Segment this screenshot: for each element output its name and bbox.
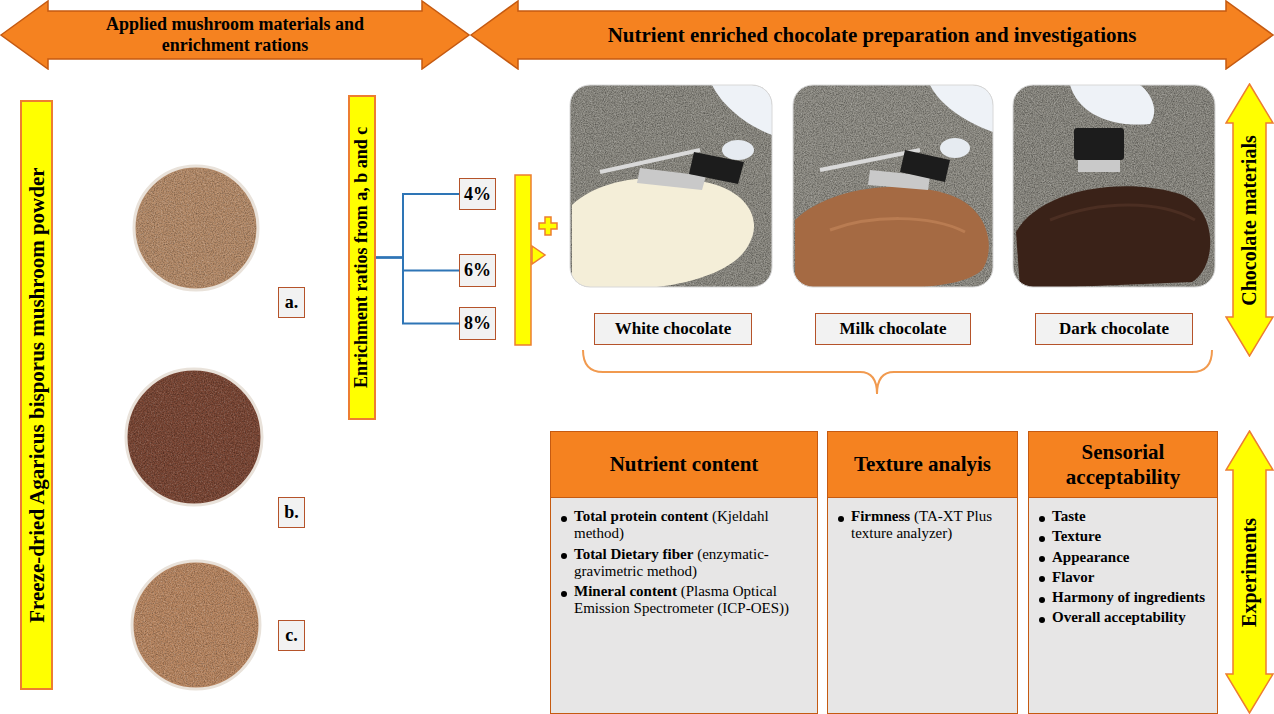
bullet-item: Flavor	[1039, 569, 1209, 586]
panel-header-band: Nutrient content	[551, 432, 817, 498]
bullet-content: Mineral content(Plasma Optical Emission …	[574, 583, 809, 618]
bullet-content: Overall acceptability	[1052, 609, 1209, 626]
experiment-panel: Nutrient contentTotal protein content(Kj…	[550, 431, 818, 714]
section-banner-arrow: Applied mushroom materials and enrichmen…	[0, 0, 470, 70]
bullet-dot	[1039, 617, 1045, 623]
bullet-item: Overall acceptability	[1039, 609, 1209, 626]
sample-letter-box: b.	[278, 497, 305, 528]
tree-connector	[376, 194, 459, 258]
bullet-term: Harmony of ingredients	[1052, 589, 1205, 605]
panel-body: Total protein content(Kjeldahl method)To…	[551, 498, 817, 629]
mushroom-powder-c	[132, 561, 260, 689]
section-banner-arrow: Nutrient enriched chocolate preparation …	[470, 0, 1274, 70]
ratio-box: 4%	[459, 178, 496, 210]
bullet-content: Taste	[1052, 508, 1209, 525]
experiment-panel: Texture analyisFirmness(TA-XT Plus textu…	[827, 431, 1018, 714]
bullet-term: Total Dietary fiber	[574, 546, 693, 562]
panel-header-band: Sensorial acceptability	[1029, 432, 1217, 498]
bullet-item: Mineral content(Plasma Optical Emission …	[561, 583, 809, 618]
chocolate-label-box: Dark chocolate	[1035, 313, 1193, 345]
bullet-dot	[561, 591, 567, 597]
double-arrow-outline	[1, 1, 469, 69]
experiment-panel: Sensorial acceptabilityTasteTextureAppea…	[1028, 431, 1218, 714]
bullet-term: Total protein content	[574, 508, 708, 524]
bullet-content: Total Dietary fiber(enzymatic-gravimetri…	[574, 546, 809, 581]
bar-label: Enrichment ratios from a, b and c	[352, 127, 373, 388]
double-arrow-outline	[471, 1, 1273, 69]
bullet-content: Texture	[1052, 528, 1209, 545]
box-label: White chocolate	[615, 319, 732, 339]
bullet-content: Total protein content(Kjeldahl method)	[574, 508, 809, 543]
bullet-item: Texture	[1039, 528, 1209, 545]
banner-title: Nutrient enriched chocolate preparation …	[608, 23, 1137, 47]
bullet-dot	[1039, 597, 1045, 603]
bullet-item: Appearance	[1039, 549, 1209, 566]
bullet-term: Overall acceptability	[1052, 609, 1186, 625]
box-label: b.	[284, 502, 299, 523]
box-label: 6%	[464, 260, 491, 281]
bullet-term: Flavor	[1052, 569, 1095, 585]
white-chocolate-photo	[570, 85, 772, 287]
side-label: Chocolate materials	[1238, 135, 1261, 306]
plus-sign	[539, 217, 557, 235]
dark-chocolate-photo	[1013, 85, 1215, 287]
panel-heading: Sensorial acceptability	[1037, 440, 1209, 488]
bullet-term: Firmness	[851, 508, 910, 524]
box-label: 8%	[464, 313, 491, 334]
bullet-dot	[1039, 576, 1045, 582]
panel-heading: Texture analyis	[854, 452, 991, 476]
panel-header-band: Texture analyis	[828, 432, 1017, 498]
box-label: a.	[285, 292, 299, 313]
box-label: c.	[285, 625, 298, 646]
material-label-bar: Freeze-dried Agaricus bisporus mushroom …	[20, 100, 53, 690]
bullet-item: Firmness(TA-XT Plus texture analyzer)	[838, 508, 1009, 543]
bullet-item: Harmony of ingredients	[1039, 589, 1209, 606]
box-label: Milk chocolate	[839, 319, 946, 339]
bullet-content: Firmness(TA-XT Plus texture analyzer)	[851, 508, 1009, 543]
side-arrow-label: Experiments	[1225, 430, 1274, 714]
tree-connector	[376, 258, 459, 271]
bullet-item: Total Dietary fiber(enzymatic-gravimetri…	[561, 546, 809, 581]
bullet-dot	[1039, 516, 1045, 522]
side-label: Experiments	[1238, 518, 1261, 627]
ratio-box: 6%	[459, 254, 496, 287]
bullet-item: Taste	[1039, 508, 1209, 525]
chocolate-label-box: White chocolate	[594, 313, 752, 345]
panel-body: TasteTextureAppearanceFlavorHarmony of i…	[1029, 498, 1217, 638]
ratio-label-bar: Enrichment ratios from a, b and c	[348, 95, 376, 420]
grouping-bracket	[583, 350, 1212, 394]
ratio-box: 8%	[459, 307, 496, 340]
bullet-term: Taste	[1052, 508, 1086, 524]
bullet-term: Texture	[1052, 528, 1101, 544]
bullet-term: Mineral content	[574, 583, 677, 599]
double-arrow-outline	[1226, 431, 1273, 713]
sample-letter-box: c.	[278, 620, 305, 651]
bullet-dot	[561, 553, 567, 559]
mushroom-powder-a	[134, 166, 258, 290]
milk-chocolate-photo	[793, 85, 993, 287]
bullet-content: Appearance	[1052, 549, 1209, 566]
banner-title: Applied mushroom materials and enrichmen…	[65, 14, 405, 55]
side-arrow-label: Chocolate materials	[1225, 83, 1274, 357]
double-arrow-outline	[1226, 84, 1273, 356]
bullet-content: Flavor	[1052, 569, 1209, 586]
bullet-dot	[561, 516, 567, 522]
bullet-dot	[1039, 536, 1045, 542]
panel-body: Firmness(TA-XT Plus texture analyzer)	[828, 498, 1017, 554]
sample-letter-box: a.	[278, 287, 305, 318]
bullet-dot	[838, 516, 844, 522]
chocolate-label-box: Milk chocolate	[815, 313, 971, 345]
bullet-content: Harmony of ingredients	[1052, 589, 1209, 606]
bar-label: Freeze-dried Agaricus bisporus mushroom …	[24, 167, 48, 622]
panel-heading: Nutrient content	[610, 452, 759, 476]
box-label: 4%	[464, 184, 491, 205]
bullet-dot	[1039, 556, 1045, 562]
box-label: Dark chocolate	[1059, 319, 1169, 339]
enrichment-arrowhead	[532, 246, 545, 264]
tree-connector	[376, 258, 459, 324]
mushroom-powder-b	[126, 369, 262, 505]
bullet-term: Appearance	[1052, 549, 1130, 565]
bullet-item: Total protein content(Kjeldahl method)	[561, 508, 809, 543]
enrichment-bar	[515, 175, 531, 345]
